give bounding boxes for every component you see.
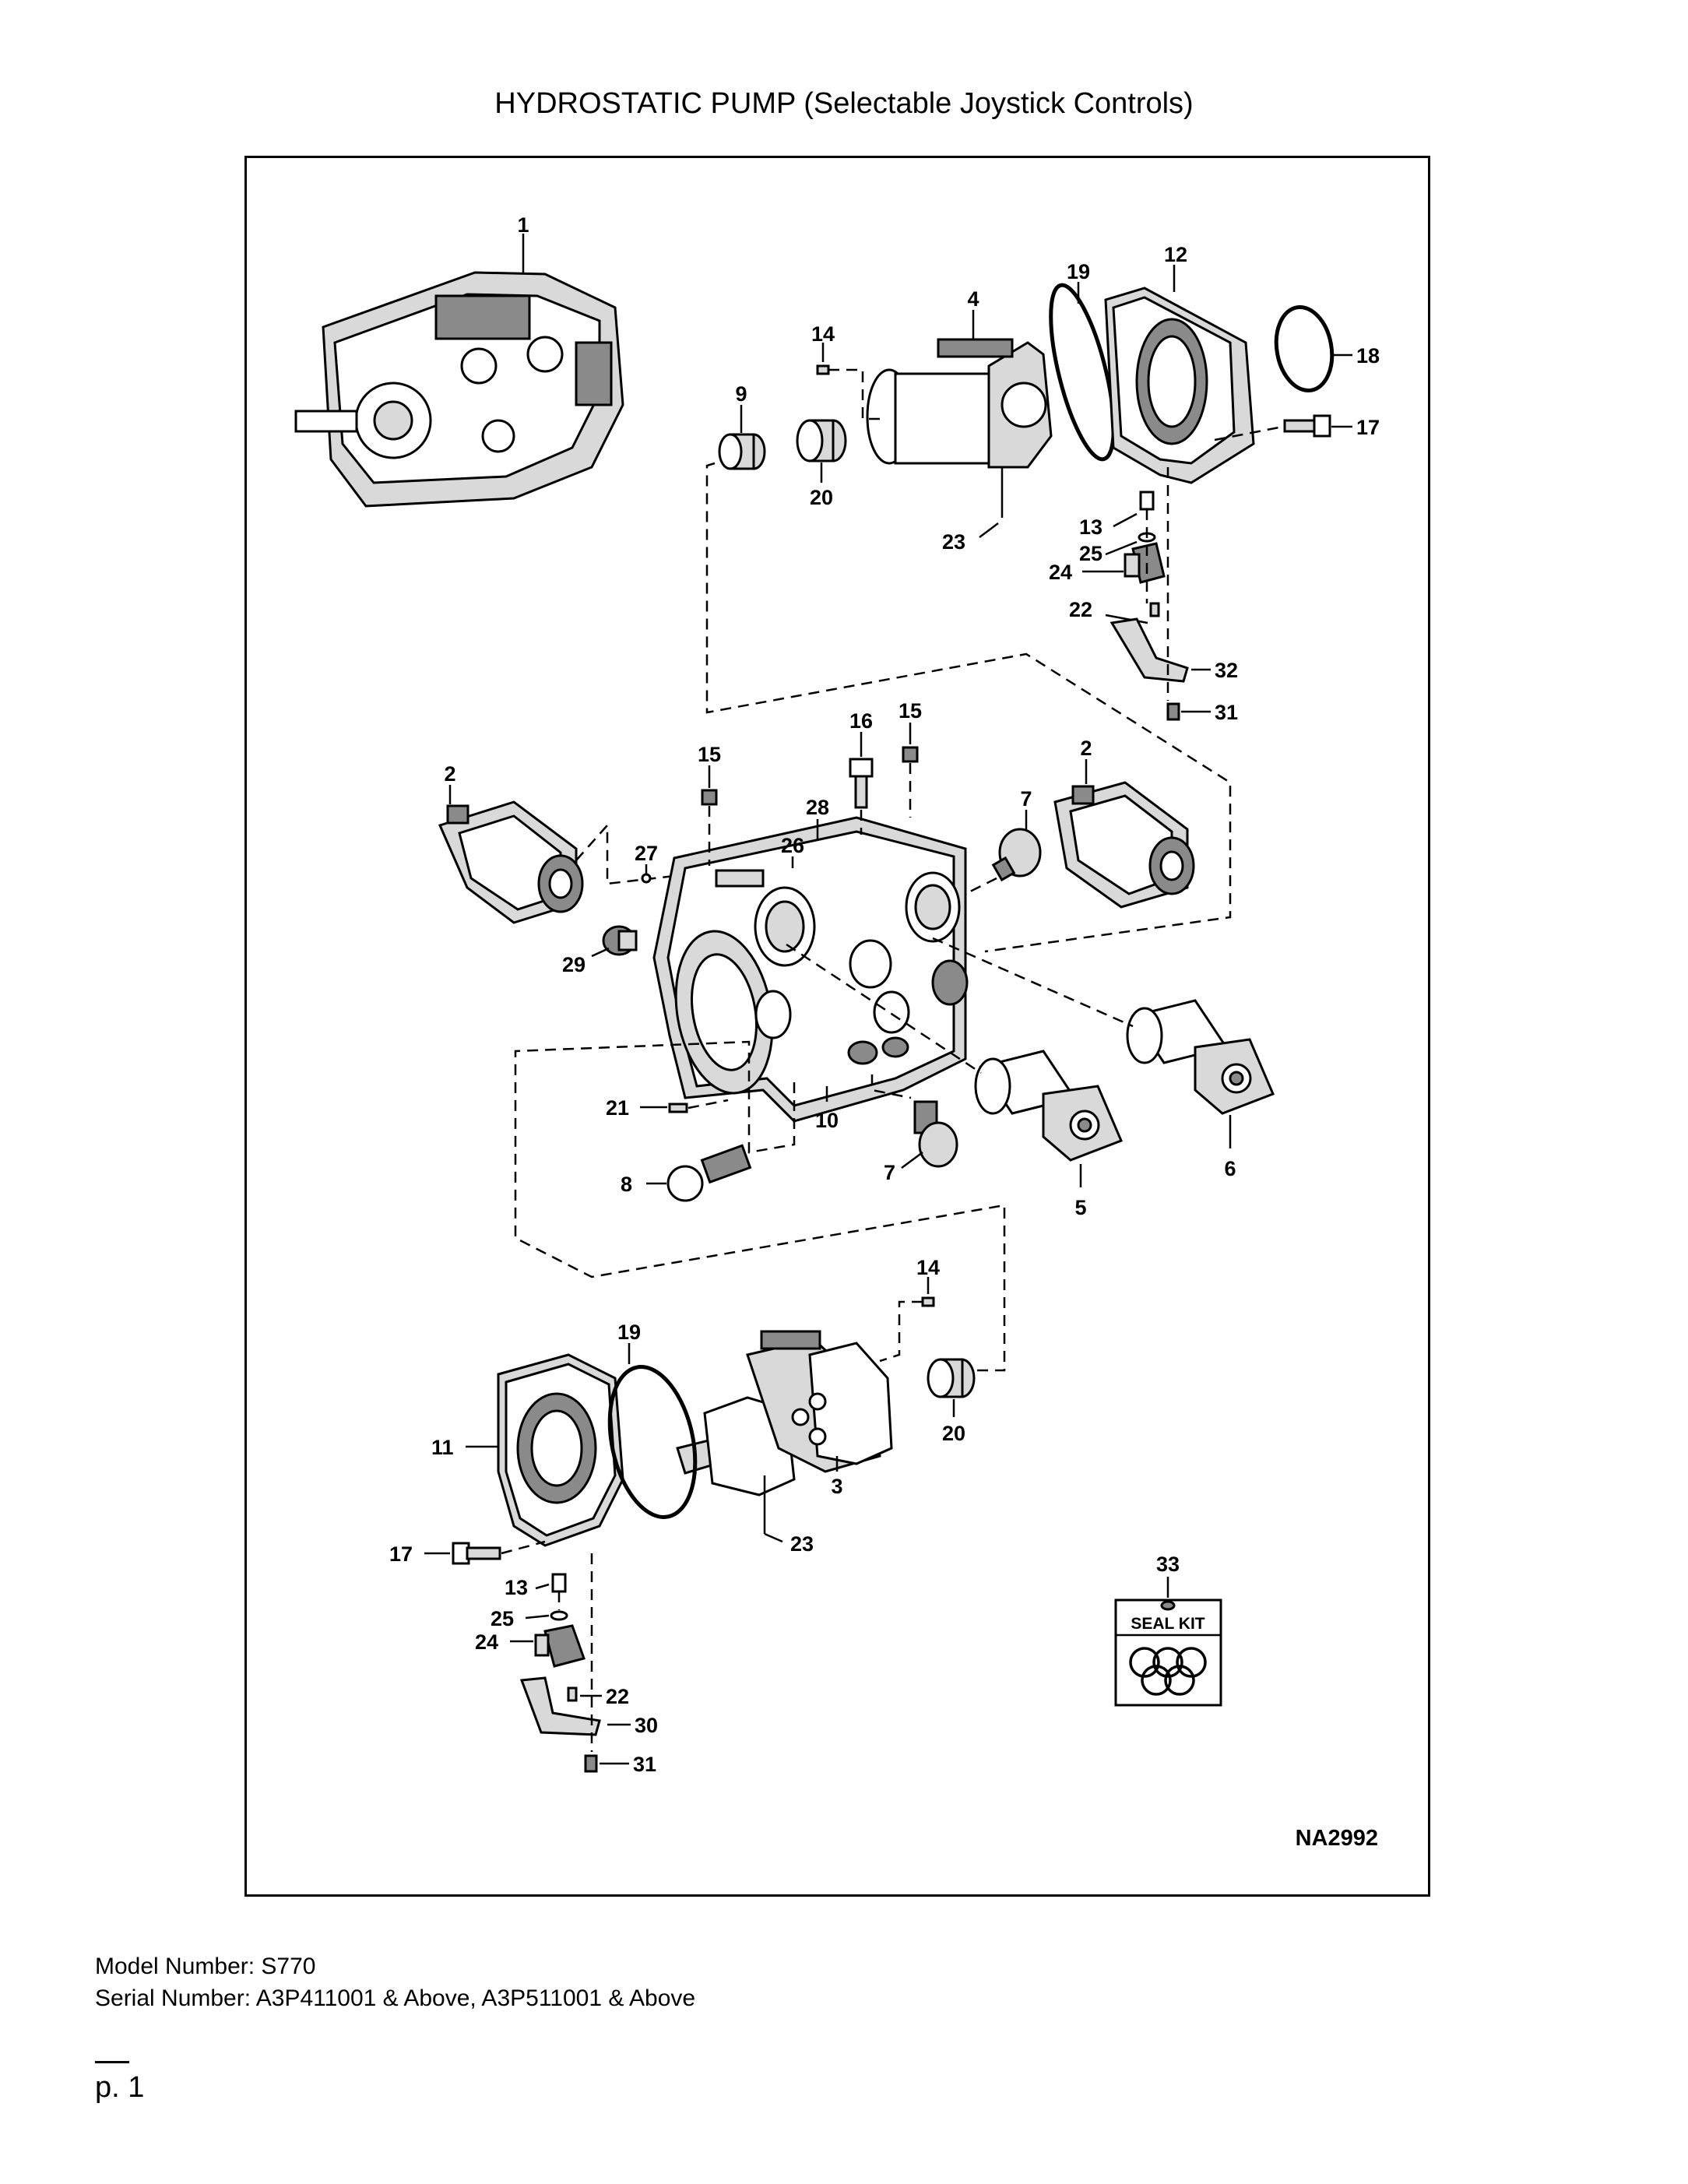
pump-housing	[652, 816, 969, 1123]
callout-31: 31	[1215, 701, 1238, 724]
plug-7-lower	[913, 1100, 958, 1168]
callout-8: 8	[621, 1173, 632, 1196]
callout-19b: 19	[617, 1321, 641, 1344]
callout-7b: 7	[884, 1161, 895, 1184]
callout-12: 12	[1164, 243, 1187, 266]
callout-14: 14	[811, 322, 835, 346]
callout-3: 3	[831, 1475, 842, 1498]
flange-12	[1104, 287, 1255, 484]
control-valve-left	[438, 800, 584, 924]
sensor-24-upper	[1124, 542, 1166, 584]
screw-22-upper	[1149, 602, 1160, 617]
bolt-16	[849, 758, 874, 809]
callout-16: 16	[849, 709, 873, 733]
bushing-upper	[718, 433, 766, 470]
callout-15a: 15	[698, 743, 721, 766]
callout-23: 23	[942, 530, 965, 554]
screw-22-lower	[567, 1686, 578, 1702]
plug-13-upper	[1139, 491, 1155, 511]
callout-21: 21	[606, 1096, 629, 1120]
callout-33: 33	[1156, 1553, 1180, 1576]
pin-21	[668, 1103, 688, 1113]
pump-assembly	[294, 234, 624, 508]
oring-19-lower	[607, 1365, 698, 1519]
bearing-lower	[927, 1358, 976, 1398]
plug-7-upper	[991, 828, 1042, 882]
callout-7a: 7	[1020, 787, 1032, 811]
callout-15b: 15	[899, 699, 922, 723]
plug-13-lower	[551, 1573, 567, 1593]
control-valve-right	[1053, 781, 1195, 909]
callout-11: 11	[431, 1436, 454, 1459]
servo-piston-6	[1126, 999, 1275, 1115]
plug-15-left	[701, 789, 718, 806]
callout-23b: 23	[790, 1532, 814, 1556]
callout-20: 20	[810, 486, 833, 509]
plug-15-right	[902, 746, 919, 763]
callout-32: 32	[1215, 659, 1238, 682]
callout-27: 27	[635, 842, 658, 865]
bolt-17-lower	[452, 1542, 501, 1565]
plug-29	[602, 925, 638, 956]
model-number: Model Number: S770	[95, 1954, 316, 1979]
callout-17b: 17	[389, 1542, 413, 1566]
callout-29: 29	[562, 953, 586, 976]
oring-19-upper	[1049, 283, 1116, 462]
callout-18: 18	[1356, 344, 1380, 368]
seal-kit-label: SEAL KIT	[1131, 1615, 1204, 1633]
callout-22: 22	[1069, 598, 1092, 621]
bearing-upper	[796, 419, 847, 462]
rotating-group-upper	[866, 338, 1053, 469]
screw-31-lower	[584, 1754, 598, 1773]
bracket-30	[519, 1676, 601, 1736]
callout-1: 1	[517, 213, 529, 237]
callout-24b: 24	[475, 1630, 498, 1654]
screw-31-upper	[1166, 702, 1180, 721]
callout-2b: 2	[1080, 737, 1092, 760]
servo-piston-5	[974, 1050, 1123, 1162]
callout-22b: 22	[606, 1685, 629, 1708]
callout-28: 28	[806, 796, 829, 819]
callout-9: 9	[735, 382, 747, 406]
rotating-group-lower	[676, 1330, 893, 1496]
page-number: p. 1	[95, 2071, 145, 2104]
callout-31b: 31	[633, 1753, 656, 1776]
callout-6: 6	[1224, 1157, 1236, 1180]
callout-20b: 20	[942, 1422, 965, 1445]
page-rule	[95, 2061, 129, 2063]
oring-18	[1274, 304, 1335, 393]
callout-5: 5	[1074, 1196, 1086, 1219]
ball-27	[641, 873, 652, 884]
bolt-17-upper	[1283, 414, 1331, 438]
callout-10: 10	[815, 1109, 839, 1132]
callout-30: 30	[635, 1714, 658, 1737]
callout-25b: 25	[491, 1607, 514, 1630]
bracket-32	[1110, 617, 1189, 683]
seal-kit-box	[1114, 1577, 1222, 1707]
callout-4: 4	[967, 287, 979, 311]
callout-25: 25	[1079, 542, 1102, 565]
callout-13: 13	[1079, 515, 1102, 539]
callout-19: 19	[1067, 260, 1090, 283]
seal-25-lower	[550, 1610, 568, 1621]
sensor-24-lower	[534, 1624, 586, 1668]
callout-13b: 13	[505, 1576, 528, 1599]
callout-24: 24	[1049, 561, 1072, 584]
pin-upper	[816, 364, 830, 375]
callout-14b: 14	[916, 1256, 940, 1279]
callout-26: 26	[781, 834, 804, 857]
callout-17: 17	[1356, 416, 1380, 439]
pin-lower	[921, 1296, 935, 1307]
serial-number: Serial Number: A3P411001 & Above, A3P511…	[95, 1985, 696, 2011]
plug-8	[666, 1144, 752, 1202]
page-title: HYDROSTATIC PUMP (Selectable Joystick Co…	[494, 87, 1194, 120]
callout-2: 2	[444, 762, 455, 786]
diagram-frame	[244, 156, 1430, 1897]
flange-11	[497, 1353, 624, 1547]
figure-code: NA2992	[1296, 1826, 1378, 1851]
